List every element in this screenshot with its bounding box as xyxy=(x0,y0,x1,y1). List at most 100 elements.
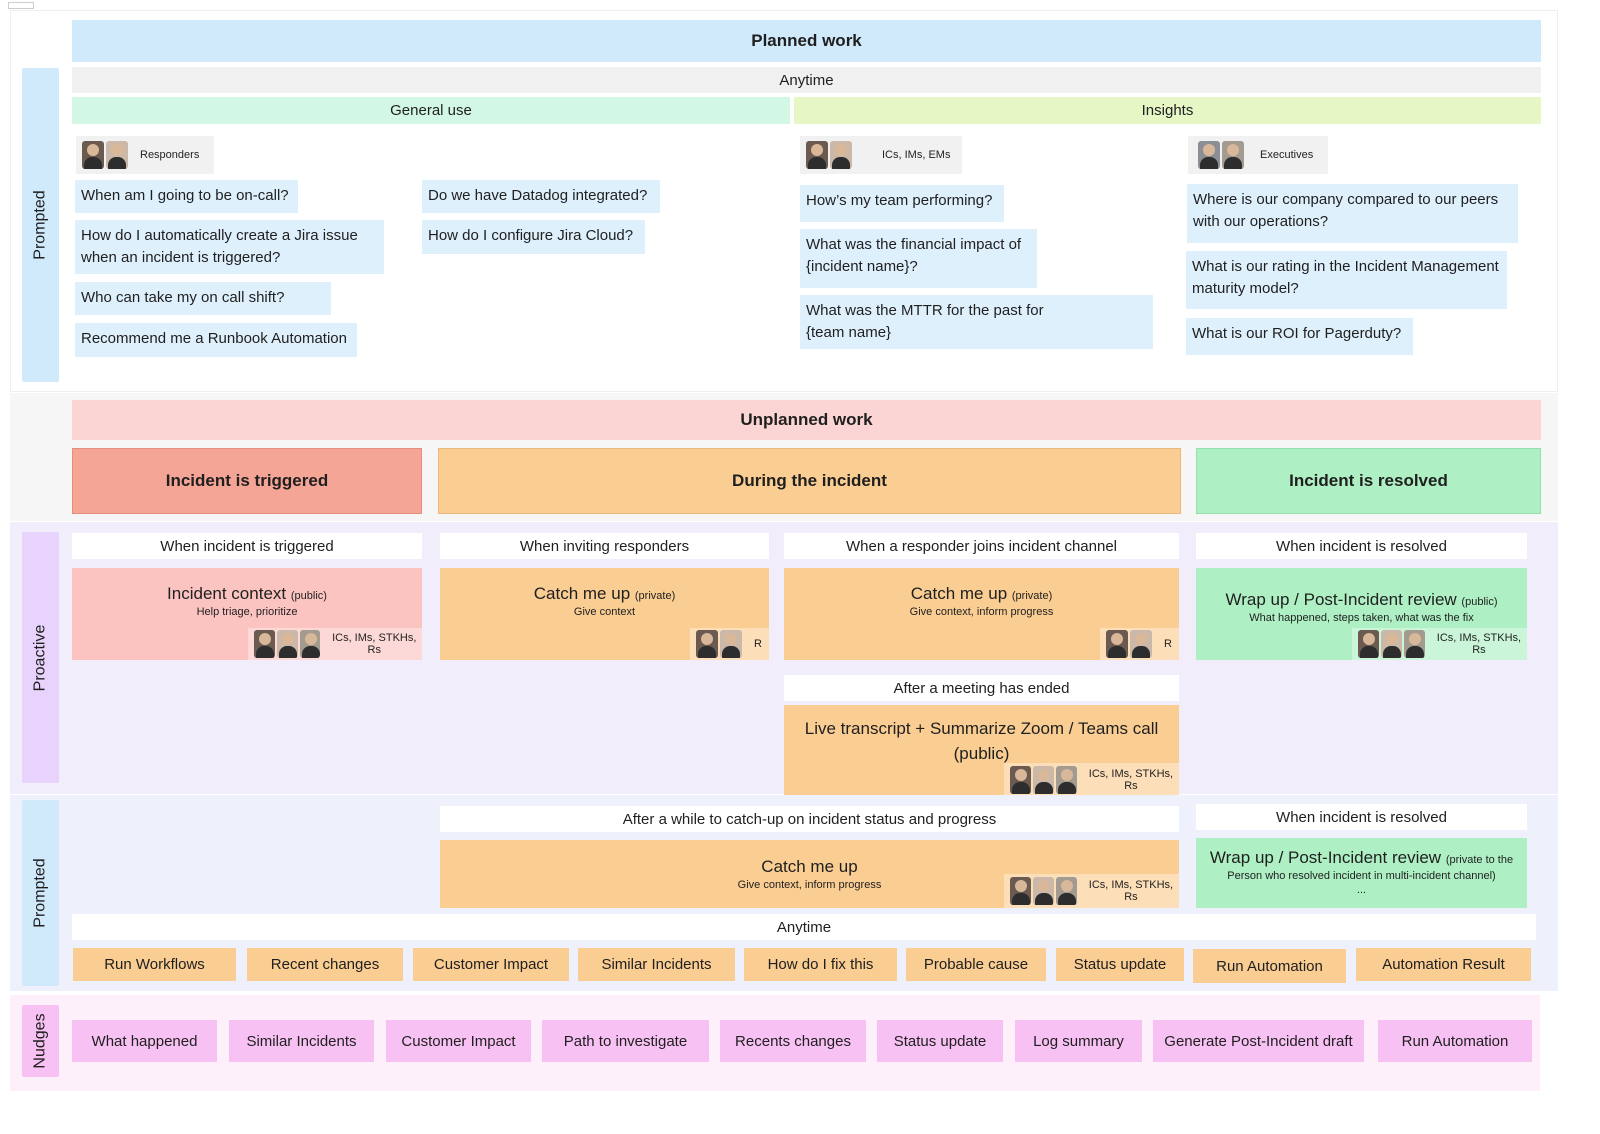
persona-label: Executives xyxy=(1260,149,1314,161)
avatar-group xyxy=(1198,136,1246,174)
wrap-up-public-card: Wrap up / Post-Incident review (public) … xyxy=(1196,568,1527,660)
persona-tag: ICs, IMs, STKHs, Rs xyxy=(248,628,422,660)
general-use-bar: General use xyxy=(72,97,790,124)
card-title: Incident context xyxy=(167,584,287,603)
card-title: Wrap up / Post-Incident review xyxy=(1209,848,1442,867)
catch-me-up-private-card: Catch me up (private) Give context R xyxy=(440,568,769,660)
persona-label: R xyxy=(754,638,762,650)
prompt-note: What is our ROI for Pagerduty? xyxy=(1186,318,1413,355)
proactive-label: Proactive xyxy=(22,532,59,783)
avatar xyxy=(720,630,742,658)
phase-during: During the incident xyxy=(438,448,1181,514)
avatar xyxy=(299,630,321,658)
persona-tag-responders: Responders xyxy=(76,136,214,174)
avatar xyxy=(1032,877,1054,905)
trigger-label: When incident is triggered xyxy=(72,533,422,559)
prompt-note: How do I configure Jira Cloud? xyxy=(422,220,645,254)
avatar xyxy=(1358,630,1379,658)
avatar xyxy=(276,630,298,658)
avatar xyxy=(1222,141,1244,169)
nudge-pill[interactable]: Generate Post-Incident draft xyxy=(1153,1020,1364,1062)
prompted-label: Prompted xyxy=(22,800,59,986)
avatar xyxy=(806,141,828,169)
avatar xyxy=(1010,877,1031,905)
persona-label: Responders xyxy=(140,149,200,161)
card-subtitle: Give context, inform progress xyxy=(737,879,882,891)
avatar xyxy=(1198,141,1220,169)
persona-label: ICs, IMs, STKHs, Rs xyxy=(1088,768,1174,792)
nudge-pill[interactable]: Run Automation xyxy=(1378,1020,1532,1062)
catch-me-up-join-card: Catch me up (private) Give context, info… xyxy=(784,568,1179,660)
prompt-note: How do I automatically create a Jira iss… xyxy=(75,220,384,274)
card-subtitle: Give context xyxy=(573,606,636,618)
avatar-group xyxy=(806,136,854,174)
trigger-label: When inviting responders xyxy=(440,533,769,559)
avatar xyxy=(1380,630,1402,658)
prompted-action-pill[interactable]: Similar Incidents xyxy=(578,948,735,981)
prompted-action-pill[interactable]: Run Workflows xyxy=(73,948,236,981)
avatar xyxy=(1055,877,1077,905)
trigger-label: After a while to catch-up on incident st… xyxy=(440,806,1179,832)
prompt-note: Recommend me a Runbook Automation xyxy=(75,323,357,357)
avatar xyxy=(82,141,104,169)
nudge-pill[interactable]: Path to investigate xyxy=(542,1020,709,1062)
avatar xyxy=(1106,630,1128,658)
nudge-pill[interactable]: Customer Impact xyxy=(386,1020,531,1062)
planned-work-header: Planned work xyxy=(72,20,1541,62)
persona-tag: R xyxy=(690,628,769,660)
nudge-pill[interactable]: Recents changes xyxy=(720,1020,866,1062)
trigger-label: When incident is resolved xyxy=(1196,533,1527,559)
persona-label: ICs, IMs, EMs xyxy=(882,149,951,161)
anytime-bar: Anytime xyxy=(72,914,1536,940)
persona-tag-ics: ICs, IMs, EMs xyxy=(800,136,962,174)
persona-tag: ICs, IMs, STKHs, Rs xyxy=(1352,628,1527,660)
persona-tag: ICs, IMs, STKHs, Rs xyxy=(1004,874,1179,908)
card-title: Catch me up xyxy=(533,584,631,603)
persona-label: ICs, IMs, STKHs, Rs xyxy=(1088,879,1174,903)
card-title: Wrap up / Post-Incident review xyxy=(1225,590,1457,609)
prompt-note: Do we have Datadog integrated? xyxy=(422,180,660,213)
avatar xyxy=(830,141,852,169)
card-subtitle: What happened, steps taken, what was the… xyxy=(1249,612,1474,624)
avatar xyxy=(1032,766,1054,794)
persona-label: ICs, IMs, STKHs, Rs xyxy=(332,632,417,656)
planned-anytime-bar: Anytime xyxy=(72,67,1541,93)
card-qualifier: (private) xyxy=(634,590,676,602)
prompt-note: What is our rating in the Incident Manag… xyxy=(1186,251,1507,309)
prompted-action-pill[interactable]: Customer Impact xyxy=(413,948,569,981)
wrap-up-private-card: Wrap up / Post-Incident review (private … xyxy=(1196,838,1527,908)
card-title: Catch me up xyxy=(910,584,1008,603)
incident-context-card: Incident context (public) Help triage, p… xyxy=(72,568,422,660)
persona-tag: R xyxy=(1100,628,1179,660)
prompted-action-pill[interactable]: Status update xyxy=(1056,948,1184,981)
insights-bar: Insights xyxy=(794,97,1541,124)
card-subtitle: Help triage, prioritize xyxy=(196,606,298,618)
phase-triggered: Incident is triggered xyxy=(72,448,422,514)
prompt-note: How’s my team performing? xyxy=(800,185,1004,222)
prompt-note: What was the MTTR for the past for {team… xyxy=(800,295,1153,349)
avatar-group xyxy=(82,136,130,174)
avatar xyxy=(254,630,275,658)
prompted-action-pill[interactable]: Probable cause xyxy=(906,948,1046,981)
trigger-label: After a meeting has ended xyxy=(784,675,1179,701)
nudge-pill[interactable]: Log summary xyxy=(1015,1020,1142,1062)
card-qualifier: (public) xyxy=(1461,596,1498,608)
prompted-action-pill[interactable]: Run Automation xyxy=(1193,949,1346,983)
prompted-action-pill[interactable]: How do I fix this xyxy=(744,948,897,981)
persona-label: R xyxy=(1164,638,1172,650)
nudge-pill[interactable]: What happened xyxy=(72,1020,217,1062)
card-subtitle: Give context, inform progress xyxy=(909,606,1054,618)
board-label xyxy=(8,2,34,9)
persona-tag-executives: Executives xyxy=(1188,136,1328,174)
nudge-pill[interactable]: Status update xyxy=(877,1020,1003,1062)
card-title: Catch me up xyxy=(761,857,858,876)
avatar xyxy=(106,141,128,169)
avatar xyxy=(1130,630,1152,658)
avatar xyxy=(1055,766,1077,794)
nudge-pill[interactable]: Similar Incidents xyxy=(229,1020,374,1062)
prompted-action-pill[interactable]: Automation Result xyxy=(1356,948,1531,981)
live-transcript-card: Live transcript + Summarize Zoom / Teams… xyxy=(784,705,1179,797)
card-qualifier: (public) xyxy=(290,590,327,602)
prompted-action-pill[interactable]: Recent changes xyxy=(247,948,403,981)
card-qualifier: (private to the xyxy=(1445,854,1514,866)
